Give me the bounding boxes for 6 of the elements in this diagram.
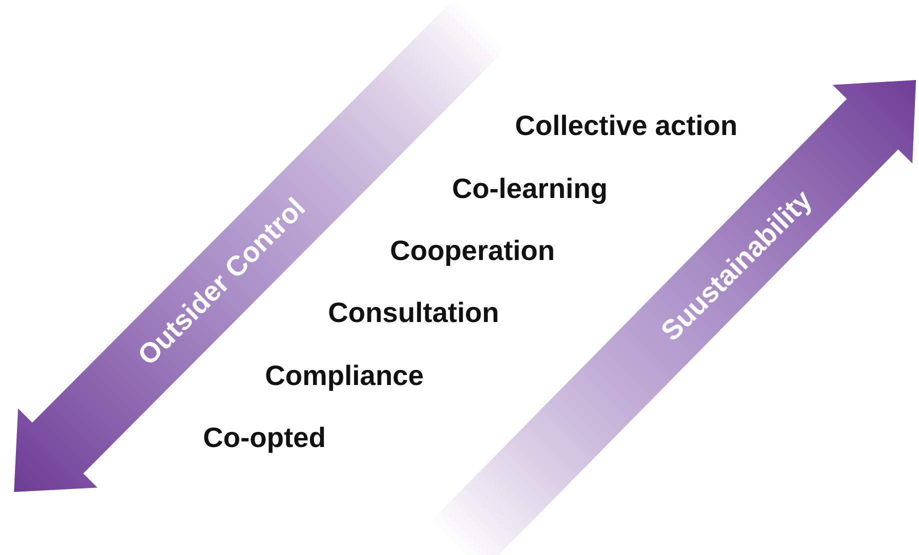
level-label: Consultation xyxy=(328,298,500,329)
level-label: Co-learning xyxy=(452,174,608,205)
level-label: Compliance xyxy=(265,361,424,392)
level-label: Collective action xyxy=(515,111,738,142)
level-label: Co-opted xyxy=(203,423,326,454)
level-label: Cooperation xyxy=(390,236,555,267)
